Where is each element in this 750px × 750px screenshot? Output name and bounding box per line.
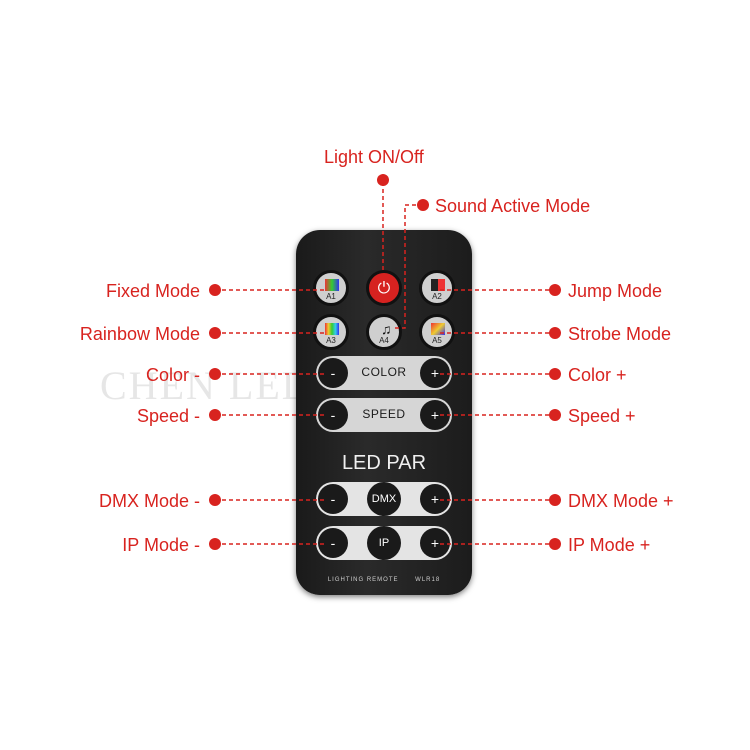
label-rainbow: Rainbow Mode — [79, 324, 200, 344]
dmx-label: DMX — [367, 482, 401, 516]
label-speed-minus: Speed - — [136, 406, 200, 426]
color-label: COLOR — [361, 365, 407, 379]
model-text: WLR18 — [415, 577, 441, 583]
fixed-mode-button[interactable]: A1 — [313, 270, 349, 306]
color-plus-button[interactable]: + — [420, 358, 450, 388]
label-color-minus: Color - — [145, 365, 200, 385]
remote-control: A1 ⏻ A2 A3 ♫ A4 A5 - COLOR + - SPEED + L… — [296, 230, 472, 595]
label-speed-plus: Speed + — [568, 406, 636, 426]
label-strobe: Strobe Mode — [568, 324, 672, 344]
button-label-a1: A1 — [326, 292, 336, 301]
label-ip-plus: IP Mode + — [568, 535, 651, 555]
strobe-mode-button[interactable]: A5 — [419, 314, 455, 350]
sound-active-line — [394, 204, 423, 329]
color-rocker: - COLOR + — [316, 356, 452, 390]
sound-active-button[interactable]: ♫ A4 — [366, 314, 402, 350]
remote-footer: LIGHTING REMOTE WLR18 — [296, 577, 472, 583]
button-label-a2: A2 — [432, 292, 442, 301]
label-light-onoff: Light ON/Off — [324, 147, 424, 167]
jump-mode-button[interactable]: A2 — [419, 270, 455, 306]
rainbow-squares-icon — [325, 323, 339, 335]
ip-label: IP — [367, 526, 401, 560]
speed-label: SPEED — [362, 407, 406, 421]
music-note-icon: ♫ — [381, 321, 392, 337]
label-ip-minus: IP Mode - — [122, 535, 200, 555]
label-dmx-minus: DMX Mode - — [98, 491, 200, 511]
label-fixed: Fixed Mode — [105, 281, 200, 301]
power-button[interactable]: ⏻ — [366, 270, 402, 306]
speed-rocker: - SPEED + — [316, 398, 452, 432]
label-jump: Jump Mode — [568, 281, 663, 301]
button-label-a3: A3 — [326, 336, 336, 345]
dmx-rocker: - DMX + — [316, 482, 452, 516]
led-par-label: LED PAR — [341, 452, 427, 474]
ip-plus-button[interactable]: + — [420, 528, 450, 558]
label-sound-active: Sound Active Mode — [435, 196, 591, 216]
footer-text: LIGHTING REMOTE — [327, 577, 399, 583]
rainbow-mode-button[interactable]: A3 — [313, 314, 349, 350]
label-color-plus: Color + — [568, 365, 627, 385]
button-label-a5: A5 — [432, 336, 442, 345]
color-minus-button[interactable]: - — [318, 358, 348, 388]
dmx-minus-button[interactable]: - — [318, 484, 348, 514]
color-squares-icon — [325, 279, 339, 291]
speed-plus-button[interactable]: + — [420, 400, 450, 430]
jump-squares-icon — [431, 279, 445, 291]
strobe-icon — [431, 323, 445, 335]
power-icon: ⏻ — [377, 280, 391, 297]
ip-minus-button[interactable]: - — [318, 528, 348, 558]
ip-rocker: - IP + — [316, 526, 452, 560]
label-dmx-plus: DMX Mode + — [568, 491, 674, 511]
button-label-a4: A4 — [379, 336, 389, 345]
dmx-plus-button[interactable]: + — [420, 484, 450, 514]
